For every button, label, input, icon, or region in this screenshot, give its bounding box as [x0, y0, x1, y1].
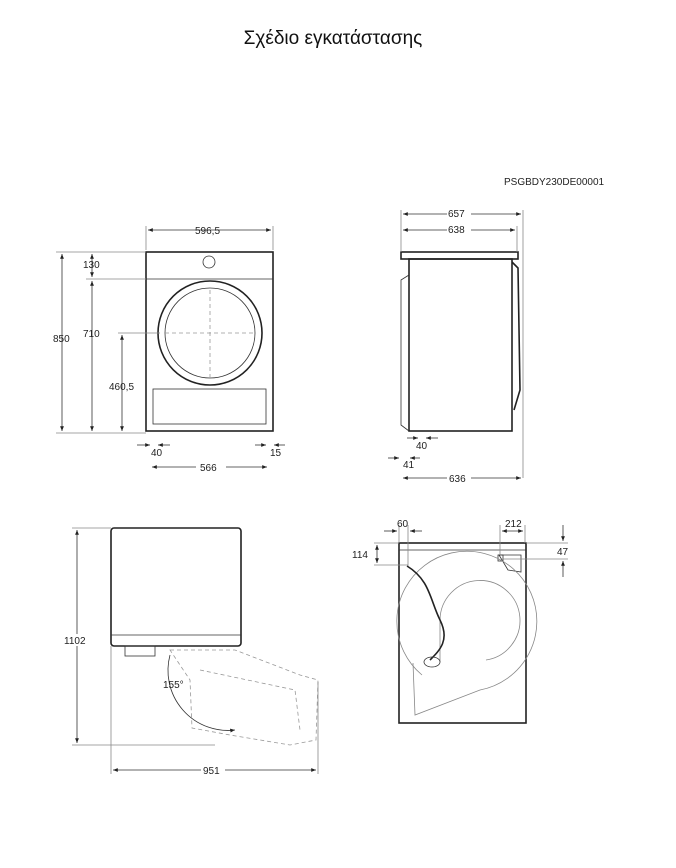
dim-1102: 1102 — [64, 636, 86, 647]
dim-47: 47 — [557, 547, 569, 558]
dim-657: 657 — [448, 209, 465, 220]
dim-212: 212 — [505, 519, 522, 530]
dim-155-degrees: 155° — [163, 680, 184, 691]
dim-40-side: 40 — [416, 441, 428, 452]
dim-60: 60 — [397, 519, 409, 530]
front-view: 130 850 710 460,5 596,5 40 15 566 — [53, 226, 285, 474]
dim-15: 15 — [270, 448, 282, 459]
side-view: 657 638 40 41 636 — [388, 208, 524, 485]
page-title: Σχέδιο εγκατάστασης — [243, 28, 423, 49]
dim-41: 41 — [403, 460, 415, 471]
dim-596-5: 596,5 — [195, 226, 220, 237]
rear-view: 60 212 114 47 — [352, 519, 569, 724]
drawing-code: PSGBDY230DE00001 — [504, 177, 605, 188]
dim-114: 114 — [352, 550, 368, 561]
dim-130: 130 — [83, 260, 100, 271]
dim-710: 710 — [83, 329, 100, 340]
dim-40: 40 — [151, 448, 163, 459]
dim-850: 850 — [53, 334, 70, 345]
dim-638: 638 — [448, 225, 465, 236]
door-open-view: 155° 1102 951 — [62, 527, 319, 777]
dim-951: 951 — [203, 766, 220, 777]
dim-460-5: 460,5 — [109, 382, 134, 393]
dim-636: 636 — [449, 474, 466, 485]
dim-566: 566 — [200, 463, 217, 474]
